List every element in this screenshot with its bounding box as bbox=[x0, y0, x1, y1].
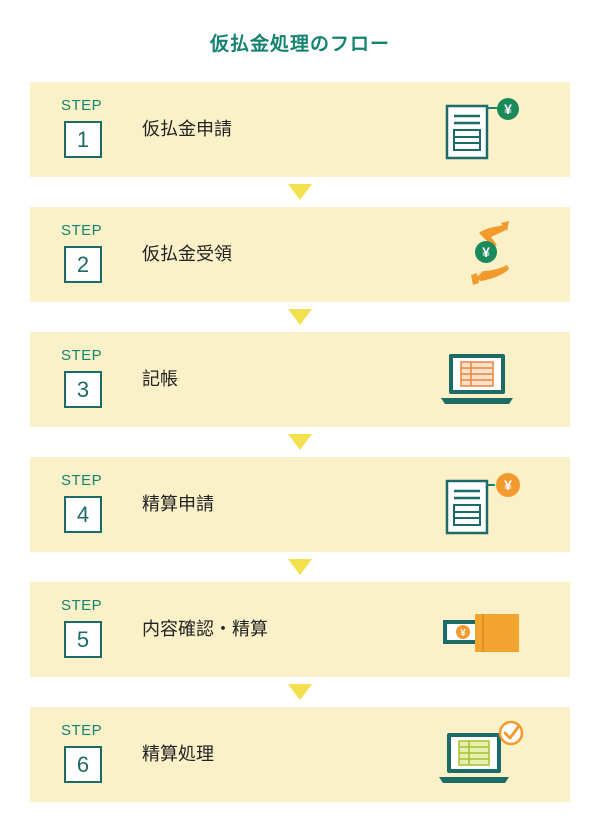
svg-text:¥: ¥ bbox=[504, 101, 512, 117]
step-1: STEP 1 仮払金申請 ¥ bbox=[30, 82, 570, 177]
step-number: 1 bbox=[64, 121, 102, 158]
step-5: STEP 5 内容確認・精算 ¥ bbox=[30, 582, 570, 677]
money-envelope-icon: ¥ bbox=[443, 614, 519, 652]
svg-text:¥: ¥ bbox=[482, 244, 490, 260]
down-arrow-icon bbox=[288, 559, 312, 575]
svg-text:¥: ¥ bbox=[460, 628, 466, 639]
laptop-spreadsheet-icon bbox=[441, 354, 513, 404]
down-arrow-icon bbox=[288, 684, 312, 700]
document-yen-orange-icon: ¥ bbox=[445, 473, 520, 535]
step-2: STEP 2 仮払金受領 ¥ bbox=[30, 207, 570, 302]
step-label: STEP bbox=[61, 97, 103, 114]
step-number: 3 bbox=[64, 371, 102, 408]
step-3: STEP 3 記帳 bbox=[30, 332, 570, 427]
step-number: 2 bbox=[64, 246, 102, 283]
step-label: STEP bbox=[61, 472, 103, 489]
diagram-title: 仮払金処理のフロー bbox=[209, 33, 390, 55]
step-text: 精算申請 bbox=[142, 494, 214, 515]
step-label: STEP bbox=[61, 597, 103, 614]
step-label: STEP bbox=[61, 722, 103, 739]
step-text: 記帳 bbox=[142, 369, 178, 390]
step-number: 4 bbox=[64, 496, 102, 533]
hands-yen-icon: ¥ bbox=[471, 221, 509, 285]
step-text: 仮払金受領 bbox=[142, 244, 232, 265]
laptop-check-icon bbox=[439, 720, 524, 783]
step-6: STEP 6 精算処理 bbox=[30, 707, 570, 802]
step-text: 仮払金申請 bbox=[142, 119, 232, 140]
step-4: STEP 4 精算申請 ¥ bbox=[30, 457, 570, 552]
down-arrow-icon bbox=[288, 184, 312, 200]
down-arrow-icon bbox=[288, 309, 312, 325]
down-arrow-icon bbox=[288, 434, 312, 450]
step-label: STEP bbox=[61, 222, 103, 239]
step-number: 5 bbox=[64, 621, 102, 658]
step-text: 内容確認・精算 bbox=[142, 619, 268, 640]
svg-text:¥: ¥ bbox=[504, 477, 512, 493]
step-label: STEP bbox=[61, 347, 103, 364]
step-text: 精算処理 bbox=[142, 744, 214, 765]
document-yen-icon: ¥ bbox=[445, 98, 519, 160]
step-number: 6 bbox=[64, 746, 102, 783]
